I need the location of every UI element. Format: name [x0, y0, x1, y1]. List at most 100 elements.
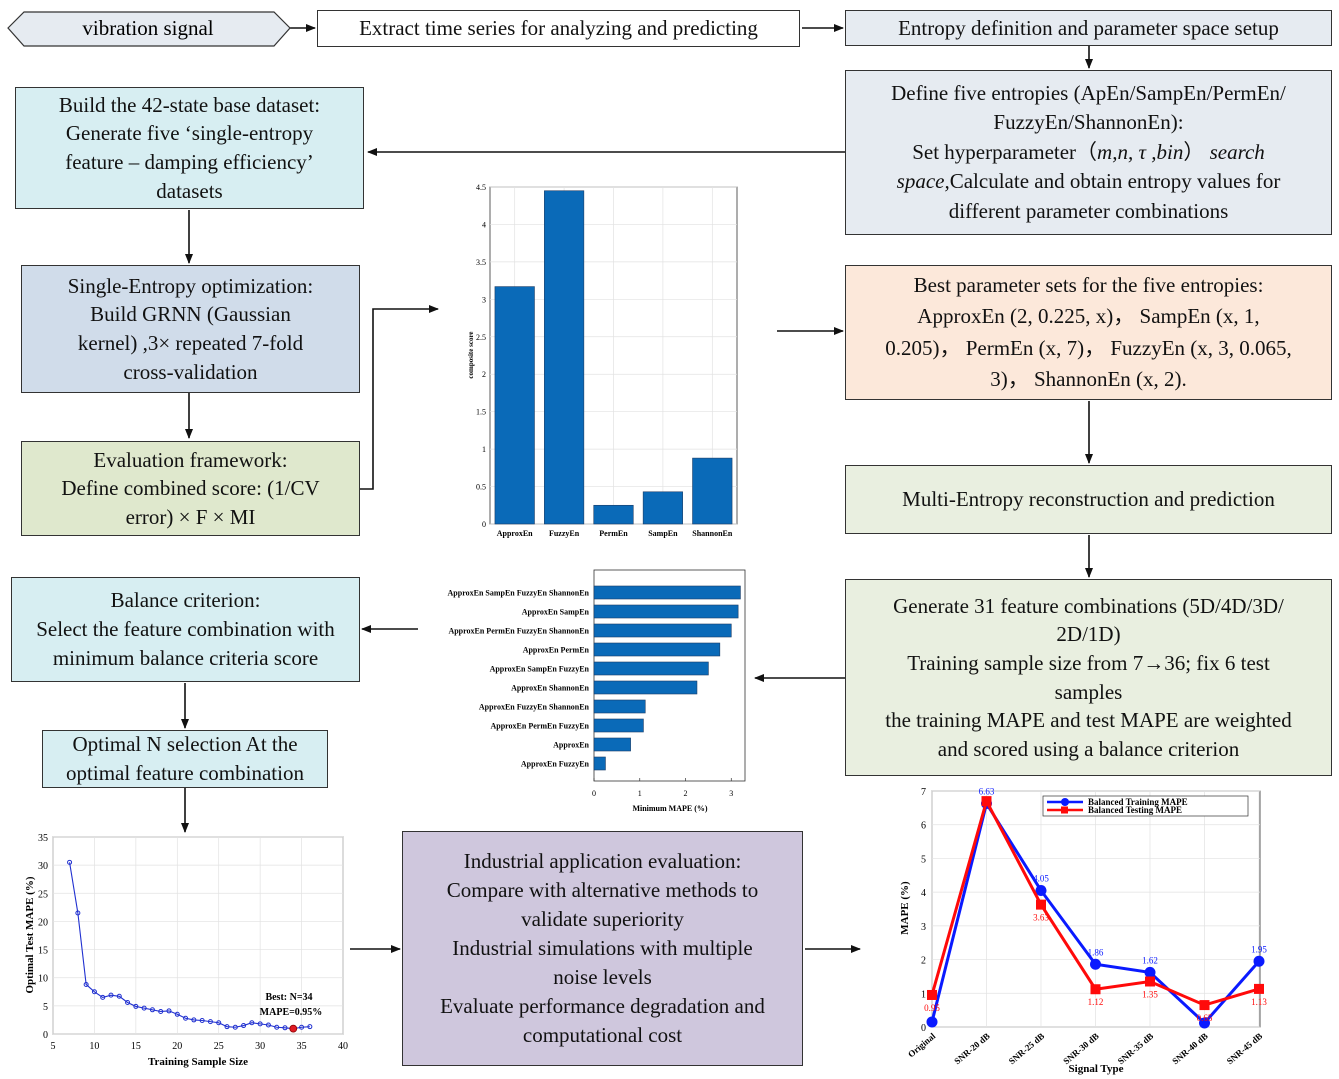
x-tick-label: 5 — [51, 1041, 56, 1052]
data-point — [116, 993, 122, 999]
define-line: Define five entropies (ApEn/SampEn/PermE… — [891, 81, 1286, 106]
y-tick-label: ApproxEn PermEn — [523, 646, 590, 655]
y-tick-label: 5 — [43, 1002, 48, 1013]
x-tick-label: SNR-35 dB — [1116, 1031, 1156, 1066]
annotation-best: Best: N=34 — [265, 992, 312, 1003]
y-tick-label: 1.5 — [476, 408, 486, 417]
data-point — [232, 1024, 238, 1030]
bar — [593, 680, 698, 695]
y-tick-label: 3.5 — [476, 258, 486, 267]
data-point — [141, 1005, 147, 1011]
data-point — [926, 1016, 938, 1028]
optimal-n-line: Optimal N selection At the — [72, 732, 298, 757]
y-tick-label: 0 — [43, 1030, 48, 1041]
x-tick-label: 40 — [338, 1041, 348, 1052]
y-tick-label: 1 — [482, 445, 486, 454]
best-parameters-box: Best parameter sets for the five entropi… — [845, 265, 1332, 400]
y-axis-label: MAPE (%) — [899, 881, 911, 935]
data-point — [183, 1015, 189, 1021]
industrial-evaluation-box: Industrial application evaluation: Compa… — [402, 831, 803, 1066]
bar — [692, 457, 733, 525]
define-line: different parameter combinations — [948, 198, 1229, 223]
best-params-line: 0.205)， PermEn (x, 7)， FuzzyEn (x, 3, 0.… — [885, 335, 1292, 360]
define-line: space,Calculate and obtain entropy value… — [896, 169, 1281, 194]
x-tick-label: Original — [906, 1031, 938, 1060]
y-tick-label: 2 — [482, 370, 486, 379]
y-tick-label: 7 — [921, 787, 926, 798]
bar — [593, 756, 606, 771]
data-point — [927, 989, 937, 1000]
bar — [593, 623, 732, 638]
data-point — [1254, 983, 1264, 994]
y-tick-label: 4 — [482, 220, 486, 229]
entropy-setup-label: Entropy definition and parameter space s… — [898, 15, 1279, 40]
data-point — [216, 1020, 222, 1026]
industrial-line: validate superiority — [521, 907, 684, 932]
data-point — [1199, 1017, 1210, 1029]
single-line: cross-validation — [123, 359, 258, 384]
data-label: 0.95 — [924, 1003, 940, 1013]
data-point — [174, 1011, 180, 1017]
data-point — [1253, 955, 1265, 967]
build-line: datasets — [156, 178, 223, 203]
y-tick-label: ApproxEn SampEn — [522, 608, 590, 617]
data-point — [207, 1019, 213, 1025]
data-label: 1.35 — [1142, 989, 1158, 999]
extract-label: Extract time series for analyzing and pr… — [359, 16, 758, 41]
generate-line: Training sample size from 7→36; fix 6 te… — [907, 650, 1270, 675]
y-axis-label: Optimal Test MAPE (%) — [24, 876, 36, 993]
generate-line: samples — [1054, 679, 1123, 704]
y-tick-label: ApproxEn — [553, 741, 589, 750]
single-line: Build GRNN (Gaussian — [90, 302, 291, 327]
y-tick-label: ApproxEn SampEn FuzzyEn ShannonEn — [448, 589, 590, 598]
define-line: Set hyperparameter（m,n, τ ,bin） search — [912, 139, 1265, 164]
single-line: Single-Entropy optimization: — [67, 273, 314, 298]
data-point — [1036, 899, 1046, 910]
x-tick-label: ApproxEn — [497, 529, 533, 538]
x-tick-label: 20 — [172, 1041, 182, 1052]
y-tick-label: 2.5 — [476, 333, 486, 342]
industrial-line: Industrial simulations with multiple — [452, 936, 753, 961]
data-point — [91, 989, 97, 995]
y-tick-label: 2 — [921, 956, 926, 967]
industrial-line: Compare with alternative methods to — [446, 878, 759, 903]
data-point — [158, 1008, 164, 1014]
industrial-line: noise levels — [553, 964, 652, 989]
bar — [593, 699, 646, 714]
annotation-mape: MAPE=0.95% — [260, 1007, 323, 1018]
build-dataset-box: Build the 42-state base dataset: Generat… — [15, 87, 364, 209]
x-tick-label: ShannonEn — [692, 529, 733, 538]
bar — [593, 718, 644, 733]
balance-criterion-box: Balance criterion: Select the feature co… — [11, 577, 360, 682]
entropy-setup-box: Entropy definition and parameter space s… — [845, 10, 1332, 46]
y-tick-label: ApproxEn SampEn FuzzyEn — [490, 665, 590, 674]
data-point — [1090, 984, 1101, 995]
data-label: 0.65 — [1197, 1013, 1213, 1023]
bar — [593, 737, 631, 752]
x-tick-label: SNR-45 dB — [1225, 1031, 1265, 1066]
data-label: 1.13 — [1251, 997, 1267, 1007]
x-tick-label: SNR-25 dB — [1007, 1031, 1047, 1066]
balance-line: minimum balance criteria score — [52, 645, 319, 670]
industrial-line: Industrial application evaluation: — [463, 849, 742, 874]
industrial-line: Evaluate performance degradation and — [440, 993, 765, 1018]
data-point — [307, 1024, 313, 1030]
y-tick-label: 5 — [921, 854, 926, 865]
data-point — [67, 859, 73, 865]
generate-line: Generate 31 feature combinations (5D/4D/… — [893, 593, 1284, 618]
bar — [593, 585, 741, 600]
data-point — [1090, 958, 1101, 970]
vibration-signal-label: vibration signal — [82, 16, 213, 40]
single-line: kernel) ,3× repeated 7-fold — [77, 331, 304, 355]
single-entropy-box: Single-Entropy optimization: Build GRNN … — [21, 265, 360, 393]
define-line: FuzzyEn/ShannonEn): — [993, 110, 1184, 135]
x-axis-label: Minimum MAPE (%) — [632, 804, 707, 813]
data-point — [125, 999, 131, 1005]
y-axis-label: composite score — [467, 331, 475, 378]
y-tick-label: 35 — [38, 833, 48, 844]
x-tick-label: SNR-20 dB — [952, 1031, 992, 1066]
data-point — [1199, 1000, 1210, 1011]
x-tick-label: 3 — [729, 789, 733, 798]
